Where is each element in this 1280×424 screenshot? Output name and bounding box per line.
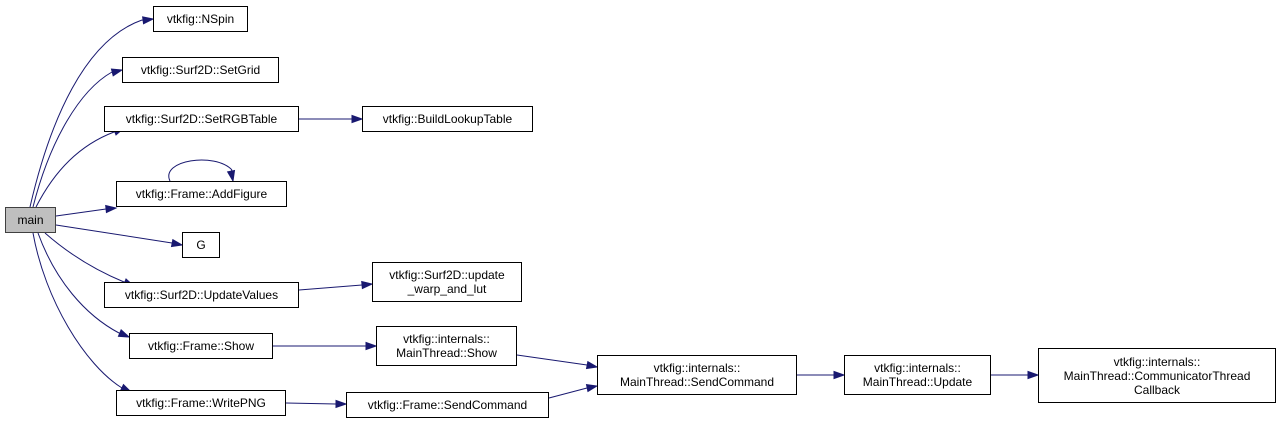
node-frame-addfigure[interactable]: vtkfig::Frame::AddFigure [116,181,287,207]
node-nspin[interactable]: vtkfig::NSpin [153,6,248,32]
edge-main-g-arrowhead [170,238,184,248]
edge-setrgb-build-arrowhead [351,114,364,124]
node-mainthread-sendcommand[interactable]: vtkfig::internals:: MainThread::SendComm… [597,355,797,395]
node-frame-sendcommand[interactable]: vtkfig::Frame::SendCommand [346,392,549,418]
node-buildlookuptable[interactable]: vtkfig::BuildLookupTable [362,106,533,132]
edge-writepng-sendcmd [285,402,337,405]
node-surf2d-update-warp-and-lut[interactable]: vtkfig::Surf2D::update _warp_and_lut [372,262,522,302]
edge-main-nspin [29,19,143,208]
edge-main-updatevalues [44,232,125,283]
node-g[interactable]: G [182,232,220,258]
edge-main-nspin-arrowhead [142,16,155,25]
edge-main-addfigure [55,208,107,217]
edge-mtupdate-callback-arrowhead [1027,370,1040,380]
edge-writepng-sendcmd-arrowhead [335,399,348,409]
edge-addfigure-self-tail [230,169,233,172]
node-surf2d-setgrid[interactable]: vtkfig::Surf2D::SetGrid [122,57,279,83]
edge-addfigure-self [168,159,233,182]
edge-sendcmd-mtsend-arrowhead [585,384,599,393]
node-main[interactable]: main [5,207,56,233]
node-surf2d-updatevalues[interactable]: vtkfig::Surf2D::UpdateValues [104,282,299,308]
node-frame-writepng[interactable]: vtkfig::Frame::WritePNG [116,390,286,416]
edge-main-setgrid-arrowhead [110,68,124,77]
edge-main-addfigure-arrowhead [105,204,118,214]
edge-addfigure-self-arrowhead [226,169,236,183]
node-mainthread-update[interactable]: vtkfig::internals:: MainThread::Update [844,355,991,395]
node-surf2d-setrgbtable[interactable]: vtkfig::Surf2D::SetRGBTable [104,106,299,132]
edge-main-show [37,232,120,334]
edge-main-g [55,224,173,244]
node-frame-show[interactable]: vtkfig::Frame::Show [129,333,273,359]
edge-main-show-arrowhead [117,329,131,338]
edge-mtshow-mtsend [516,354,588,366]
edge-main-writepng [32,232,123,389]
edge-show-mtshow-arrowhead [365,341,378,351]
node-mainthread-show[interactable]: vtkfig::internals:: MainThread::Show [376,326,517,366]
edge-main-setgrid [32,71,113,208]
edge-mtshow-mtsend-arrowhead [585,360,599,370]
node-mainthread-communicatorthreadcallback[interactable]: vtkfig::internals:: MainThread::Communic… [1038,348,1276,403]
edge-update-warp-arrowhead [361,280,374,290]
edge-update-warp [298,284,363,291]
edge-mtsend-mtupdate-arrowhead [833,370,846,380]
edge-sendcmd-mtsend [548,387,588,399]
edge-main-setrgbtable [35,131,115,208]
